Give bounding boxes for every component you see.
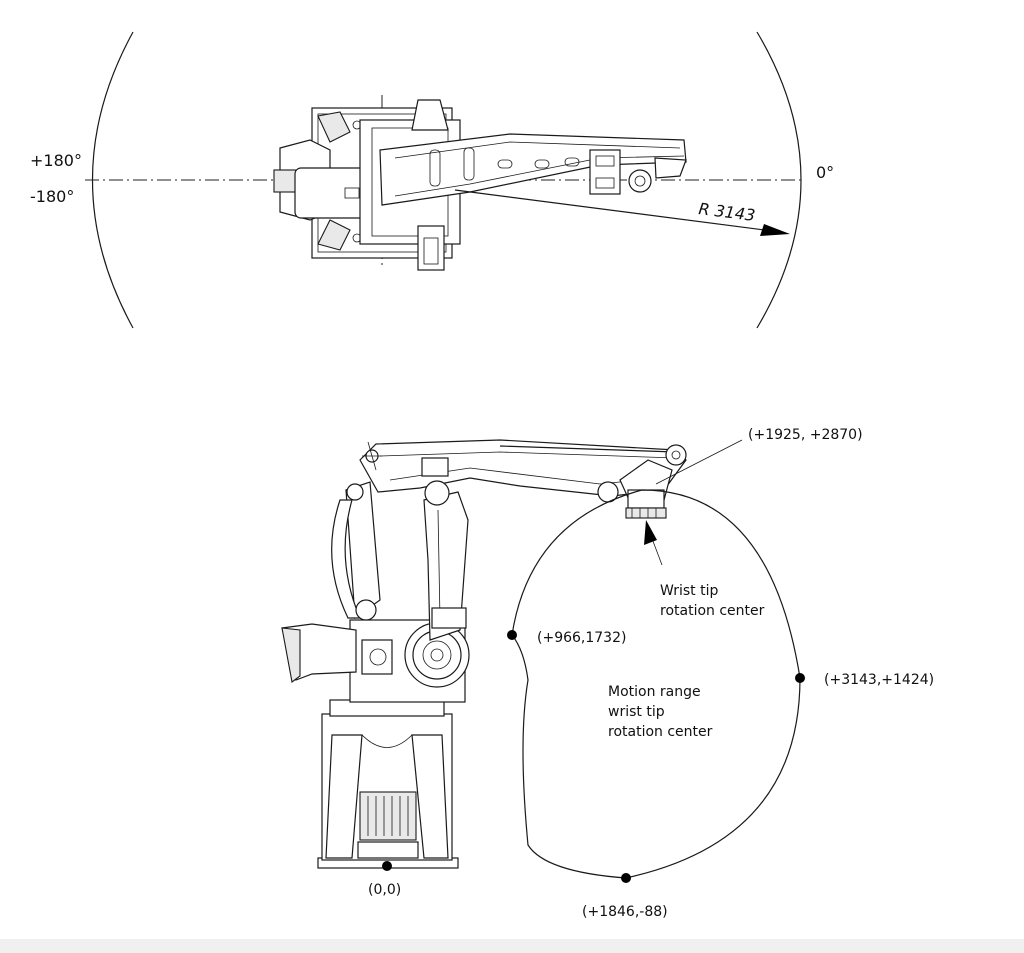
corner-brackets (317, 111, 410, 251)
point-3143-1424 (795, 673, 805, 683)
angle-zero-label: 0° (816, 163, 834, 182)
radius-line (454, 189, 781, 233)
motion-label-line3: rotation center (608, 724, 713, 740)
wrist-top (589, 149, 687, 195)
motion-label-line1: Motion range (608, 684, 701, 700)
parallel-link (345, 481, 381, 620)
radius-arrowhead (760, 224, 790, 236)
wrist-arrowhead (644, 520, 657, 545)
top-view: +180° -180° 0° R 3143 (30, 31, 834, 329)
point-origin (382, 861, 392, 871)
angle-minus-180-label: -180° (30, 187, 74, 206)
point-1846-88 (621, 873, 631, 883)
lower-arm (423, 491, 469, 641)
leader-line-top (655, 439, 743, 485)
motion-range-boundary (511, 489, 801, 879)
label-1925-2870: (+1925, +2870) (748, 427, 863, 443)
label-1846-88: (+1846,-88) (582, 904, 668, 920)
wrist-label-line2: rotation center (660, 603, 765, 619)
label-origin: (0,0) (368, 882, 401, 898)
side-view: (+1925, +2870) (+966,1732) (+3143,+1424)… (281, 427, 934, 920)
radius-label: R 3143 (698, 199, 757, 225)
motion-label-line2: wrist tip (608, 704, 665, 720)
bottom-strip (0, 939, 1024, 953)
label-3143-1424: (+3143,+1424) (824, 672, 934, 688)
wrist-side (619, 459, 673, 519)
point-966-1732 (507, 630, 517, 640)
wrist-label-line1: Wrist tip (660, 583, 718, 599)
angle-plus-180-label: +180° (30, 151, 82, 170)
label-966-1732: (+966,1732) (537, 630, 626, 646)
pedestal (317, 699, 459, 869)
